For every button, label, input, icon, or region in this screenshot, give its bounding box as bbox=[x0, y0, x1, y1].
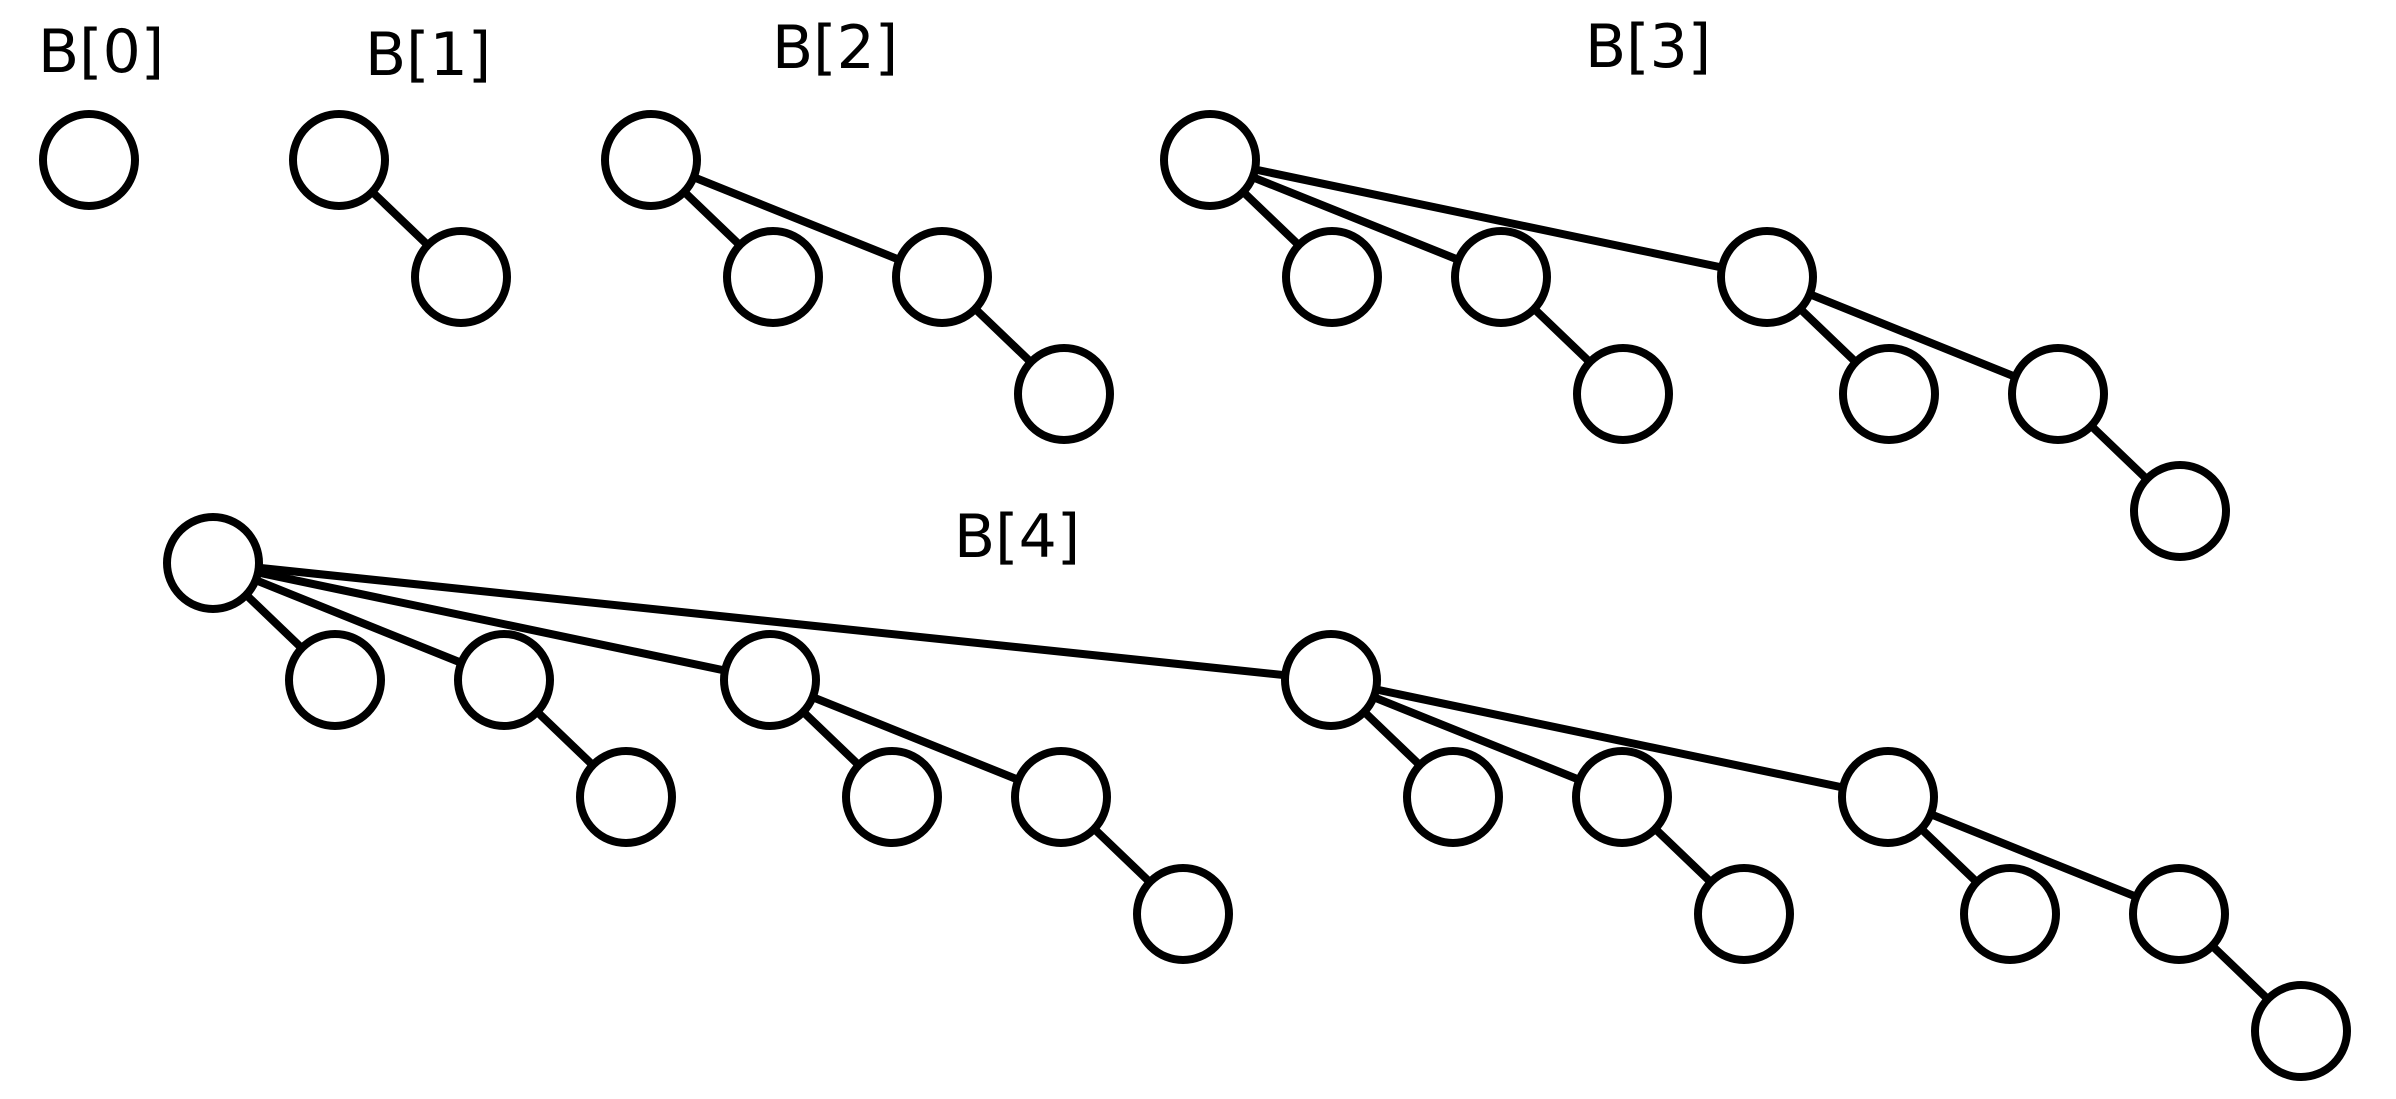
tree-4-node-3 bbox=[576, 747, 676, 847]
tree-4-node-10 bbox=[1572, 747, 1672, 847]
tree-4-edge-1 bbox=[209, 559, 508, 684]
nodes-layer bbox=[39, 110, 2351, 1081]
tree-label-b4: B[4] bbox=[954, 502, 1080, 572]
tree-1-node-1 bbox=[411, 227, 511, 327]
tree-4-edge-13 bbox=[1884, 793, 2183, 918]
tree-4-node-0 bbox=[163, 513, 263, 613]
tree-4-node-8 bbox=[1281, 630, 1381, 730]
tree-4-node-12 bbox=[1838, 747, 1938, 847]
tree-3-node-2 bbox=[1451, 227, 1551, 327]
tree-3-node-1 bbox=[1282, 227, 1382, 327]
tree-4-node-1 bbox=[285, 630, 385, 730]
tree-2-node-2 bbox=[892, 227, 992, 327]
tree-4-edge-11 bbox=[1327, 676, 1892, 801]
tree-label-b3: B[3] bbox=[1585, 12, 1711, 82]
tree-3-edge-3 bbox=[1206, 156, 1771, 281]
tree-2-node-3 bbox=[1014, 344, 1114, 444]
tree-label-b2: B[2] bbox=[772, 13, 898, 83]
labels-layer: B[0] B[1] B[2] B[3] B[4] bbox=[38, 12, 1711, 572]
tree-4-node-6 bbox=[1011, 747, 1111, 847]
tree-label-b1: B[1] bbox=[365, 20, 491, 90]
tree-3-node-4 bbox=[1717, 227, 1817, 327]
tree-4-edge-3 bbox=[209, 559, 774, 684]
tree-4-node-2 bbox=[454, 630, 554, 730]
tree-4-edge-9 bbox=[1327, 676, 1626, 801]
tree-4-node-15 bbox=[2251, 981, 2351, 1081]
tree-4-edge-5 bbox=[766, 676, 1065, 801]
tree-3-node-0 bbox=[1160, 110, 1260, 210]
tree-0-node-0 bbox=[39, 110, 139, 210]
tree-3-node-6 bbox=[2008, 344, 2108, 444]
tree-2-edge-1 bbox=[647, 156, 946, 281]
tree-4-node-5 bbox=[842, 747, 942, 847]
tree-4-node-13 bbox=[1960, 864, 2060, 964]
tree-3-node-7 bbox=[2130, 461, 2230, 561]
tree-4-node-4 bbox=[720, 630, 820, 730]
tree-4-node-14 bbox=[2129, 864, 2229, 964]
tree-label-b0: B[0] bbox=[38, 17, 164, 87]
tree-4-edge-7 bbox=[209, 559, 1335, 684]
tree-3-edge-5 bbox=[1763, 273, 2062, 398]
tree-1-node-0 bbox=[289, 110, 389, 210]
tree-3-node-3 bbox=[1573, 344, 1673, 444]
tree-2-node-1 bbox=[723, 227, 823, 327]
tree-4-node-11 bbox=[1694, 864, 1794, 964]
tree-3-edge-1 bbox=[1206, 156, 1505, 281]
tree-2-node-0 bbox=[601, 110, 701, 210]
tree-3-node-5 bbox=[1839, 344, 1939, 444]
tree-4-node-9 bbox=[1403, 747, 1503, 847]
tree-4-node-7 bbox=[1133, 864, 1233, 964]
